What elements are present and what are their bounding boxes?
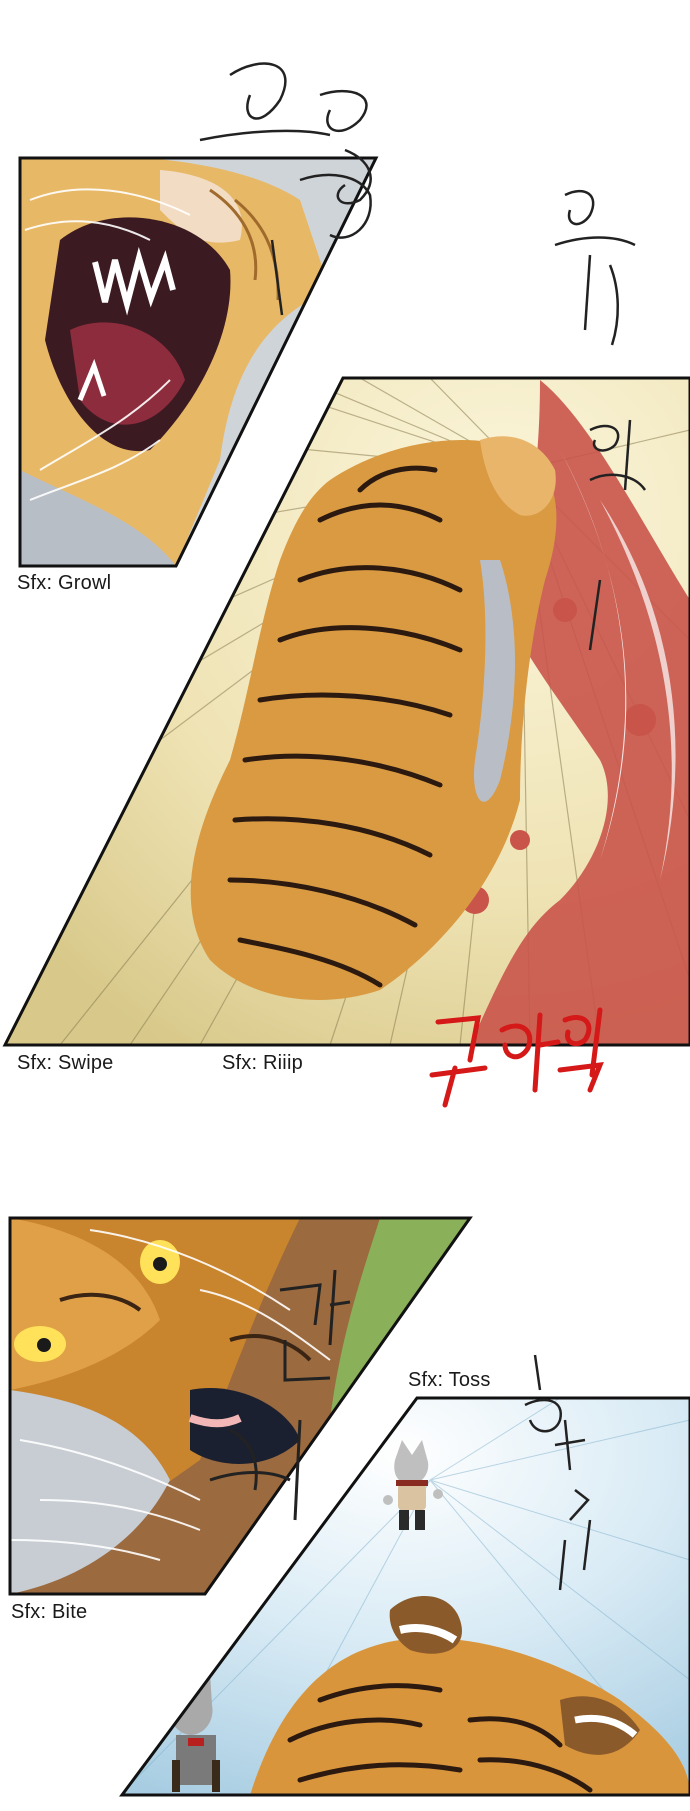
sfx-caption-swipe: Sfx: Swipe xyxy=(17,1052,114,1074)
sfx-swish-lettering xyxy=(554,189,636,346)
sfx-caption-riiip: Sfx: Riiip xyxy=(222,1052,303,1074)
sfx-riip-lettering xyxy=(429,1007,604,1108)
sfx-toss-lettering xyxy=(524,1354,592,1591)
sfx-swipe-lettering xyxy=(588,419,647,651)
sfx-caption-bite: Sfx: Bite xyxy=(11,1601,88,1623)
tossed-character xyxy=(383,1440,443,1530)
sfx-growl-lettering xyxy=(199,62,372,316)
sfx-caption-toss: Sfx: Toss xyxy=(408,1369,491,1391)
sfx-caption-growl: Sfx: Growl xyxy=(17,572,112,594)
sfx-bite-lettering xyxy=(209,1269,351,1521)
